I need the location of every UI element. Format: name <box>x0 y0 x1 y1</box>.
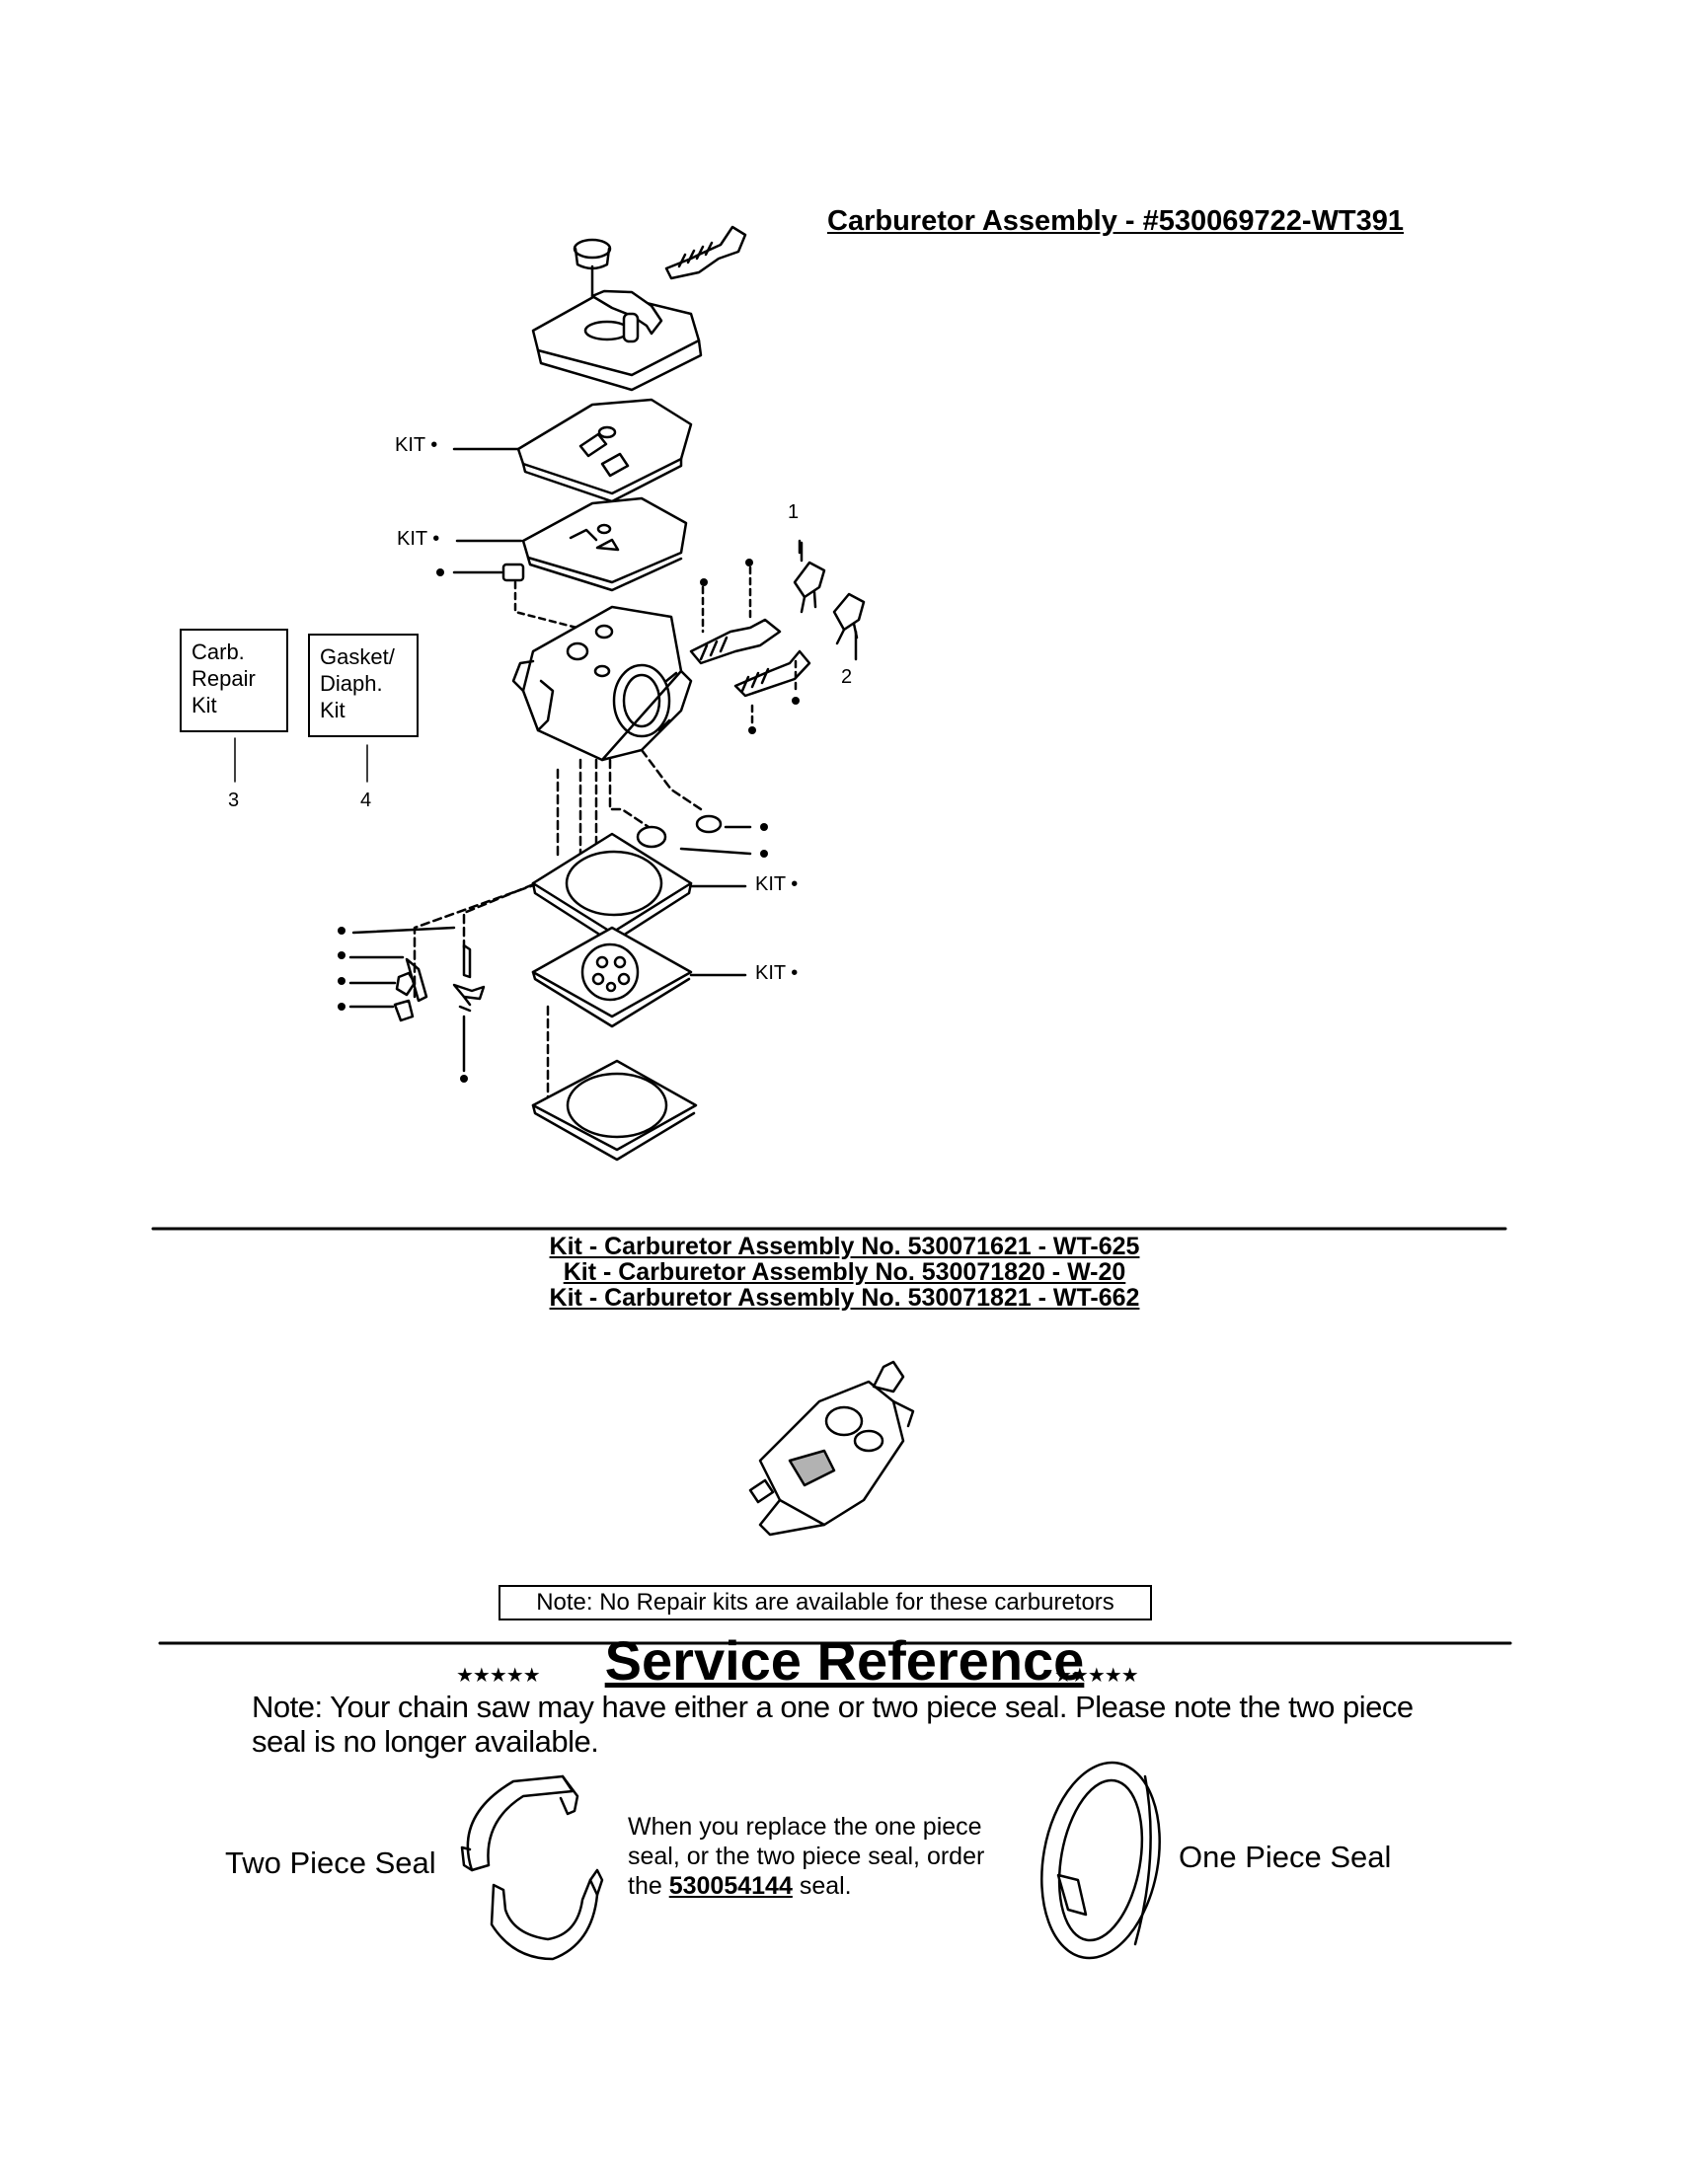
carburetor-body-part <box>511 605 693 762</box>
gasket-plate-part <box>531 832 693 944</box>
one-piece-seal-picture <box>1040 1761 1161 1960</box>
kit-label: KIT • <box>755 962 799 984</box>
small-screws-part <box>393 943 486 1022</box>
kit-label: KIT • <box>755 873 799 895</box>
no-repair-kits-note: Note: No Repair kits are available for t… <box>499 1585 1152 1620</box>
two-piece-seal-label: Two Piece Seal <box>225 1845 436 1880</box>
stars-right: ★★★★★ <box>1054 1665 1139 1687</box>
bottom-gasket-plate-part <box>531 1059 698 1162</box>
seal-part-number: 530054144 <box>668 1872 793 1900</box>
page-title: Carburetor Assembly - #530069722-WT391 <box>827 205 1405 237</box>
kit-carburetor-picture <box>748 1360 915 1537</box>
replace-seal-suffix: seal. <box>799 1872 852 1900</box>
replace-seal-note: When you replace the one piece seal, or … <box>628 1812 1023 1901</box>
stars-left: ★★★★★ <box>456 1665 541 1687</box>
kit-list: Kit - Carburetor Assembly No. 530071621 … <box>0 1234 1689 1311</box>
fitting-1-part <box>793 561 826 614</box>
pump-diaphragm-part <box>531 926 693 1028</box>
ref-number: 4 <box>360 790 372 811</box>
diaphragm-plate-1-part <box>516 398 693 503</box>
two-piece-seal-picture <box>460 1774 604 1961</box>
ref-number: 3 <box>228 790 240 811</box>
kit-line: Kit - Carburetor Assembly No. 530071621 … <box>549 1233 1140 1260</box>
gasket-diaph-kit-box: Gasket/ Diaph. Kit <box>308 634 419 737</box>
top-screw-part <box>573 238 612 298</box>
adjust-screw-part <box>664 225 747 280</box>
kit-line: Kit - Carburetor Assembly No. 530071821 … <box>549 1284 1140 1312</box>
top-cover-plate-part <box>531 289 703 392</box>
kit-line: Kit - Carburetor Assembly No. 530071820 … <box>563 1258 1126 1286</box>
needle-springs-part <box>689 618 811 698</box>
kit-label: KIT • <box>395 434 438 456</box>
service-reference-title: Service Reference <box>604 1629 1085 1692</box>
one-piece-seal-label: One Piece Seal <box>1179 1840 1392 1874</box>
diaphragm-plate-2-part <box>521 496 688 592</box>
replace-seal-text: When you replace the one piece seal, or … <box>628 1813 985 1900</box>
seal-note: Note: Your chain saw may have either a o… <box>252 1690 1414 1759</box>
carb-repair-kit-box: Carb. Repair Kit <box>180 629 288 732</box>
fitting-2-part <box>832 592 866 645</box>
ref-number: 1 <box>788 501 800 523</box>
kit-label: KIT • <box>397 528 440 550</box>
ref-number: 2 <box>841 666 853 688</box>
kit-bullet-dots <box>338 559 800 1083</box>
